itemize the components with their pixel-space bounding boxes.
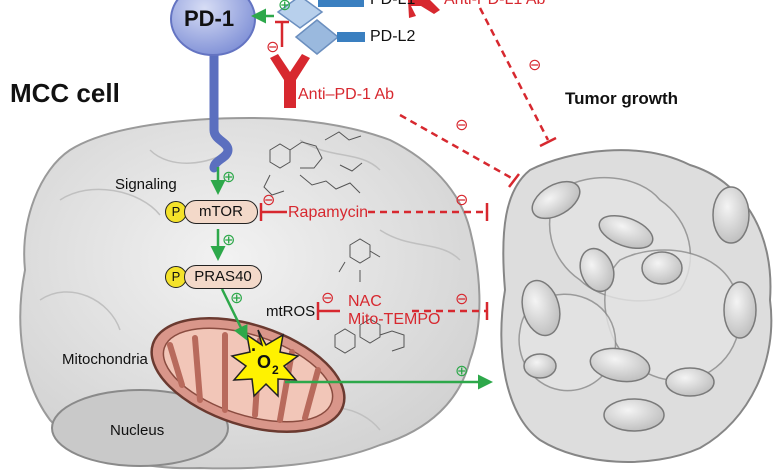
- rapamycin-label: Rapamycin: [288, 204, 369, 221]
- tumor-nuclei: [521, 180, 757, 432]
- mito-tempo-label: Mito-TEMPO: [348, 311, 441, 328]
- activation-arrows: [210, 8, 493, 390]
- mcc-cell-label: MCC cell: [10, 78, 120, 108]
- plus-sign-icon: ⊕: [230, 290, 244, 307]
- nucleus-label: Nucleus: [110, 422, 165, 439]
- superoxide-subscript: 2: [272, 363, 279, 377]
- nac-label: NAC: [348, 293, 382, 310]
- minus-sign-icon: ⊖: [262, 192, 276, 209]
- plus-sign-icon: ⊕: [455, 363, 469, 380]
- pdl2-label: PD-L2: [370, 28, 416, 45]
- pras40-node: PRAS40: [184, 265, 262, 289]
- minus-sign-icon: ⊖: [528, 57, 542, 74]
- pdl1-label: PD-L1: [370, 0, 415, 8]
- inhibition-dashed-lines: [368, 7, 550, 313]
- minus-sign-icon: ⊖: [321, 290, 335, 307]
- plus-sign-icon: ⊕: [278, 0, 292, 14]
- plus-sign-icon: ⊕: [222, 232, 236, 249]
- pd1-label: PD-1: [184, 6, 235, 31]
- minus-sign-icon: ⊖: [455, 117, 469, 134]
- superoxide-dot: ·: [251, 340, 257, 360]
- mtros-label: mtROS: [266, 303, 316, 320]
- anti-pd1-label: Anti–PD-1 Ab: [298, 86, 395, 103]
- mitochondria-label: Mitochondria: [62, 351, 148, 368]
- superoxide-label: O: [257, 352, 272, 372]
- anti-pdl1-label: Anti-PD-L1 Ab: [444, 0, 545, 8]
- pdl-ligands: [276, 0, 365, 55]
- minus-sign-icon: ⊖: [455, 192, 469, 209]
- tumor-growth-label: Tumor growth: [565, 89, 678, 108]
- inhibition-lines: [259, 20, 340, 320]
- minus-sign-icon: ⊖: [266, 39, 280, 56]
- signaling-label: Signaling: [115, 176, 177, 193]
- plus-sign-icon: ⊕: [222, 169, 236, 186]
- inhibition-bars: [485, 136, 557, 320]
- antibody-icons: [270, 0, 440, 108]
- nucleus-shape: [51, 389, 229, 467]
- mtor-node: mTOR: [184, 200, 258, 224]
- minus-sign-icon: ⊖: [455, 291, 469, 308]
- superoxide-burst-icon: [230, 329, 300, 398]
- chemical-structures: [263, 131, 405, 354]
